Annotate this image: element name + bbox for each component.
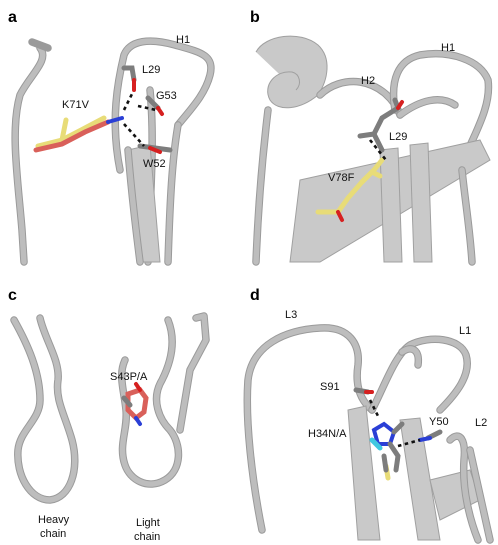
panel-b-label-h2: H2: [361, 75, 375, 87]
panel-a-letter: a: [8, 9, 17, 26]
panel-b-residues: [315, 97, 404, 222]
panel-d-label-s91: S91: [320, 381, 340, 393]
panel-d-letter: d: [250, 287, 260, 304]
panel-d-ribbon: [243, 324, 494, 544]
panel-c-label-heavy-1: Heavy: [38, 514, 70, 526]
panel-a-label-h1: H1: [176, 34, 190, 46]
panel-d-label-l2: L2: [475, 417, 487, 429]
panel-c-residues: [121, 382, 149, 426]
panel-a-ribbon: [11, 37, 215, 266]
panel-a-hbond-1: [122, 93, 134, 111]
panel-c: c S43P/A Heavy chain Light chain: [8, 287, 210, 543]
panel-a-hbond-3: [123, 123, 145, 147]
panel-a: a: [8, 9, 215, 266]
panel-c-label-light-2: chain: [134, 531, 160, 543]
panel-b: b: [250, 9, 493, 266]
panel-a-label-g53: G53: [156, 90, 177, 102]
panel-c-label-light-1: Light: [136, 517, 160, 529]
panel-a-label-w52: W52: [143, 158, 166, 170]
panel-b-label-h1: H1: [441, 42, 455, 54]
panel-c-label-heavy-2: chain: [40, 528, 66, 540]
panel-d-label-y50: Y50: [429, 416, 449, 428]
panel-b-label-l29: L29: [389, 131, 407, 143]
panel-d-hbond-1: [368, 399, 380, 417]
panel-d: d: [243, 287, 494, 544]
panel-d-label-h34na: H34N/A: [308, 428, 347, 440]
panel-a-label-l29: L29: [142, 64, 160, 76]
panel-a-residues: [33, 65, 173, 154]
panel-c-ribbon: [10, 312, 210, 504]
panel-a-label-k71v: K71V: [62, 99, 90, 111]
panel-d-residues: [353, 387, 443, 481]
panel-a-hbond-2: [137, 104, 157, 112]
panel-d-label-l3: L3: [285, 309, 297, 321]
panel-c-label-s43pa: S43P/A: [110, 371, 148, 383]
panel-b-letter: b: [250, 9, 260, 26]
panel-c-letter: c: [8, 287, 17, 304]
panel-b-ribbon: [252, 35, 493, 266]
panel-b-label-v78f: V78F: [328, 172, 355, 184]
panel-b-hbond-1: [368, 139, 388, 161]
panel-d-label-l1: L1: [459, 325, 471, 337]
